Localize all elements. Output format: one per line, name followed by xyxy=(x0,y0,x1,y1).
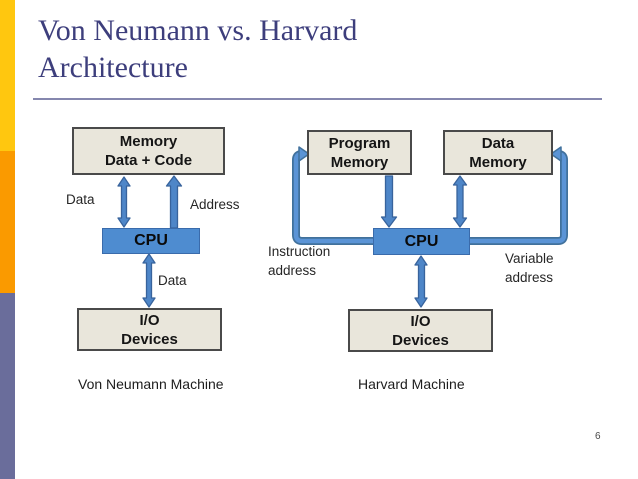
harvard-cpu-box: CPU xyxy=(373,228,470,255)
harvard-program-memory-line2: Memory xyxy=(330,153,389,171)
harvard-instruction-arrow xyxy=(380,175,398,228)
vn-memory-box: Memory Data + Code xyxy=(72,127,225,175)
title-divider xyxy=(33,98,602,100)
vn-memory-box-line1: Memory xyxy=(119,133,178,150)
vn-memory-box-line2: Data + Code xyxy=(104,152,193,169)
vn-cpu-box: CPU xyxy=(102,228,200,254)
slide-title-line2: Architecture xyxy=(38,51,188,84)
harvard-data-memory-line1: Data xyxy=(481,134,515,152)
vn-cpu-label: CPU xyxy=(134,232,168,249)
accent-bar-purple xyxy=(0,293,15,479)
harvard-io-arrow xyxy=(414,255,428,308)
vn-io-box-line1: I/O xyxy=(139,311,160,329)
harvard-io-box: I/O Devices xyxy=(348,309,493,352)
harvard-io-box-line1: I/O xyxy=(410,312,431,330)
vn-address-label: Address xyxy=(190,197,240,212)
harvard-io-box-line2: Devices xyxy=(392,331,449,349)
harvard-data-memory-box: Data Memory xyxy=(443,130,553,175)
vn-io-box: I/O Devices xyxy=(77,308,222,351)
vn-caption: Von Neumann Machine xyxy=(78,376,224,392)
harvard-program-memory-box: Program Memory xyxy=(307,130,412,175)
vn-io-box-line2: Devices xyxy=(121,330,178,348)
harvard-instruction-address-label: Instruction address xyxy=(268,242,330,280)
vn-io-data-arrow xyxy=(142,253,156,308)
slide-title: Von Neumann vs. Harvard Architecture xyxy=(38,12,598,86)
harvard-instruction-address-line1: Instruction xyxy=(268,244,331,259)
vn-address-arrow xyxy=(165,175,183,229)
harvard-variable-address-label: Variable address xyxy=(505,249,554,287)
harvard-data-arrow xyxy=(452,175,468,228)
accent-bar-orange xyxy=(0,151,15,293)
vn-data-label: Data xyxy=(66,192,95,207)
harvard-variable-address-line1: Variable xyxy=(505,251,554,266)
harvard-caption: Harvard Machine xyxy=(358,376,465,392)
slide-title-line1: Von Neumann vs. Harvard xyxy=(38,14,358,47)
harvard-variable-address-line2: address xyxy=(505,270,554,285)
vn-io-data-label: Data xyxy=(158,273,187,288)
page-number: 6 xyxy=(595,431,601,442)
vn-data-arrow xyxy=(117,176,131,228)
accent-bar-yellow xyxy=(0,0,15,151)
harvard-instruction-address-line2: address xyxy=(268,263,317,278)
harvard-program-memory-line1: Program xyxy=(328,134,391,152)
harvard-data-memory-line2: Memory xyxy=(469,153,527,171)
harvard-cpu-label: CPU xyxy=(404,232,439,250)
